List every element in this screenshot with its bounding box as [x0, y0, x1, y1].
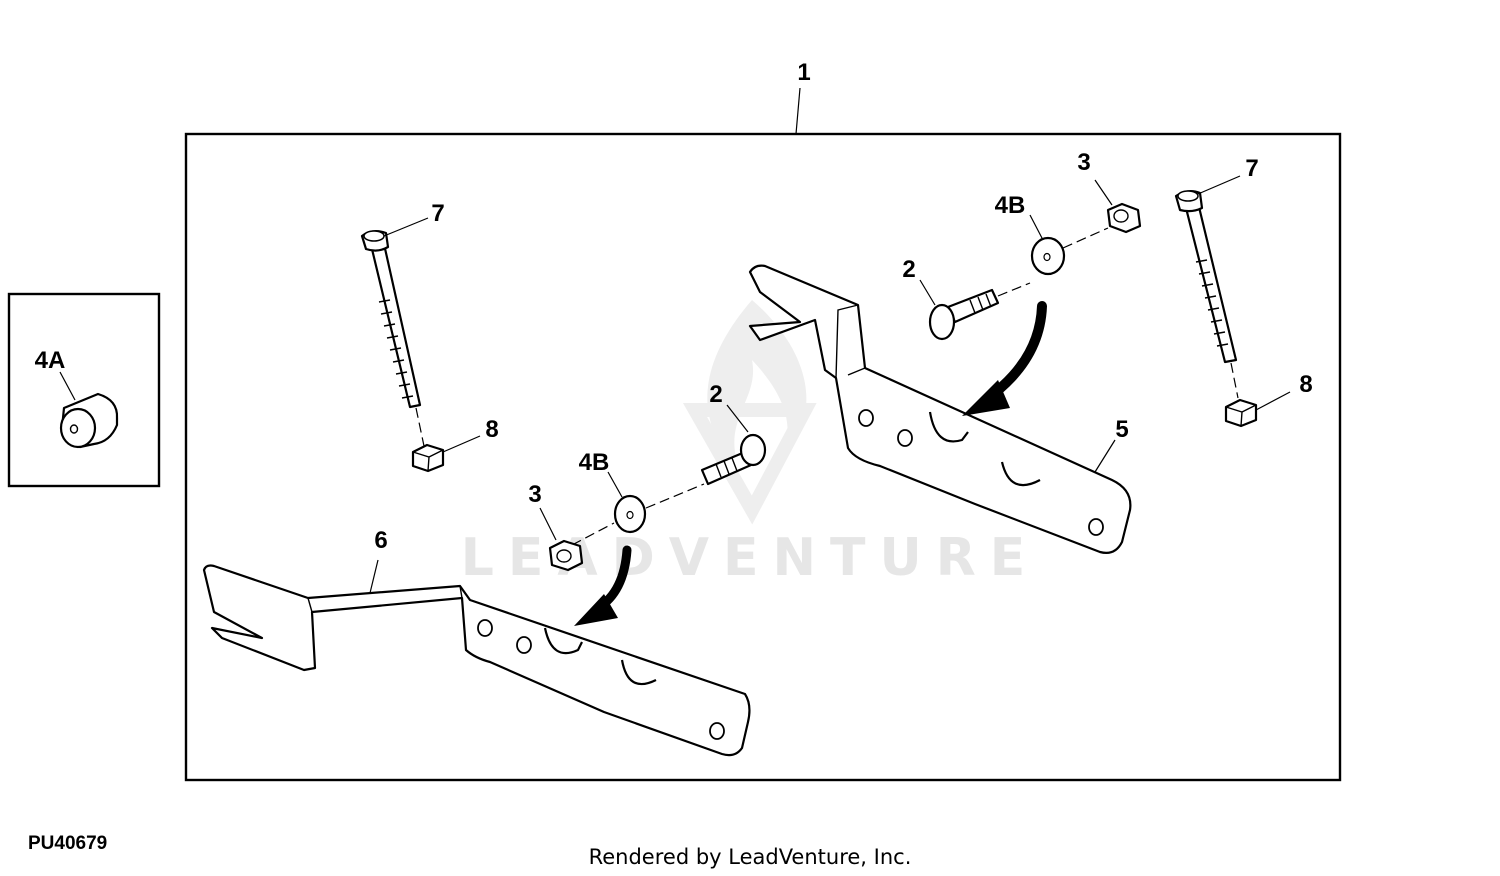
callout-kit[interactable]: 1 [797, 59, 810, 86]
assembly-arrow-right [962, 301, 1047, 416]
callout-cap-screw-left[interactable]: 7 [431, 200, 444, 227]
callout-washer-left[interactable]: 4B [579, 449, 610, 476]
callout-cap-screw-right[interactable]: 7 [1245, 155, 1258, 182]
bolt-right [928, 288, 1000, 341]
callout-bracket-left[interactable]: 6 [374, 527, 387, 554]
bracket-left [202, 564, 751, 757]
render-credit: Rendered by LeadVenture, Inc. [589, 845, 912, 869]
spacer-4a [59, 392, 119, 449]
callout-washer-right[interactable]: 4B [995, 192, 1026, 219]
callout-nut-left[interactable]: 3 [528, 481, 541, 508]
callout-spacer[interactable]: 4A [35, 347, 66, 374]
spacer-inset-frame [7, 292, 161, 488]
bolt-left [700, 433, 767, 486]
callout-lock-nut-right[interactable]: 8 [1299, 371, 1312, 398]
lock-nut-right [1224, 398, 1258, 428]
cap-screw-right [1174, 189, 1238, 364]
washer-right [1030, 236, 1066, 276]
bracket-right [748, 264, 1132, 554]
figure-reference: PU40679 [28, 833, 107, 854]
kit-frame [184, 132, 1342, 782]
callout-bolt-left[interactable]: 2 [709, 381, 722, 408]
cap-screw-left [360, 229, 422, 409]
callout-bolt-right[interactable]: 2 [902, 256, 915, 283]
nut-left [548, 539, 584, 572]
lock-nut-left [411, 443, 445, 473]
watermark-text: LEADVENTURE [461, 528, 1040, 588]
callout-bracket-right[interactable]: 5 [1115, 416, 1128, 443]
callout-lock-nut-left[interactable]: 8 [485, 416, 498, 443]
assembly-arrow-left [574, 545, 632, 626]
callout-nut-right[interactable]: 3 [1077, 149, 1090, 176]
nut-right [1106, 202, 1142, 234]
washer-left [613, 494, 647, 534]
